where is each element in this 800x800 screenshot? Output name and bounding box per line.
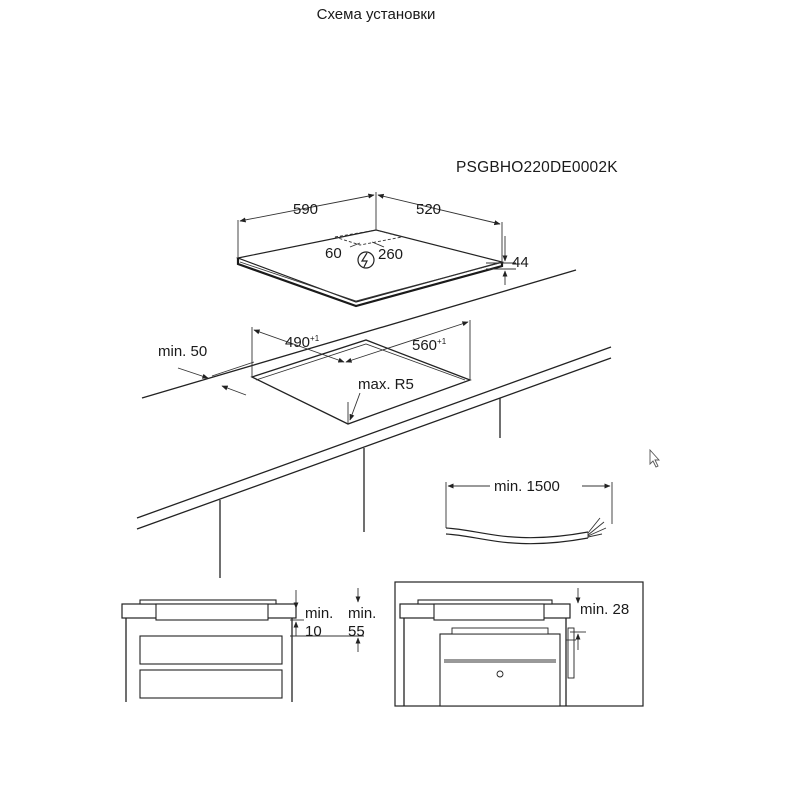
hob-edge [236,258,504,308]
gap-55-label-1: min. [348,605,376,622]
model-code: PSGBHO220DE0002K [456,159,618,176]
cutout-width-label: 490+1 [285,334,320,351]
hob-height-label: 44 [512,254,529,271]
drawer-front [139,635,283,665]
page-title: Схема установки [316,6,436,23]
gap-10-label-2: 10 [305,623,322,640]
drawer-front [139,669,283,699]
cable-length-label: min. 1500 [494,478,560,495]
corner-radius-label: max. R5 [358,376,414,393]
connection-right-label: 260 [378,246,403,263]
drawer-cabinet-view: min. 10 min. 55 [121,588,376,702]
min-edge-label: min. 50 [158,343,207,360]
mouse-cursor-icon [649,448,661,468]
countertop-drawing: min. 50 490+1 560+1 max. R5 [136,269,612,578]
dimension-arrow-icon [239,193,375,223]
oven-cabinet-view: min. 28 [394,581,644,707]
electric-connection-icon [357,251,375,269]
cutout-depth-label: 560+1 [412,337,447,354]
oven-body [439,633,561,707]
hob-width-label: 590 [293,201,318,218]
gap-55-label-2: 55 [348,623,365,640]
gap-28-label: min. 28 [580,601,629,618]
gap-10-label-1: min. [305,605,333,622]
hob-drawing: 590 520 44 60 260 [235,192,529,308]
connection-left-label: 60 [325,245,342,262]
cable-drawing: min. 1500 [445,478,613,545]
hob-depth-label: 520 [416,201,441,218]
